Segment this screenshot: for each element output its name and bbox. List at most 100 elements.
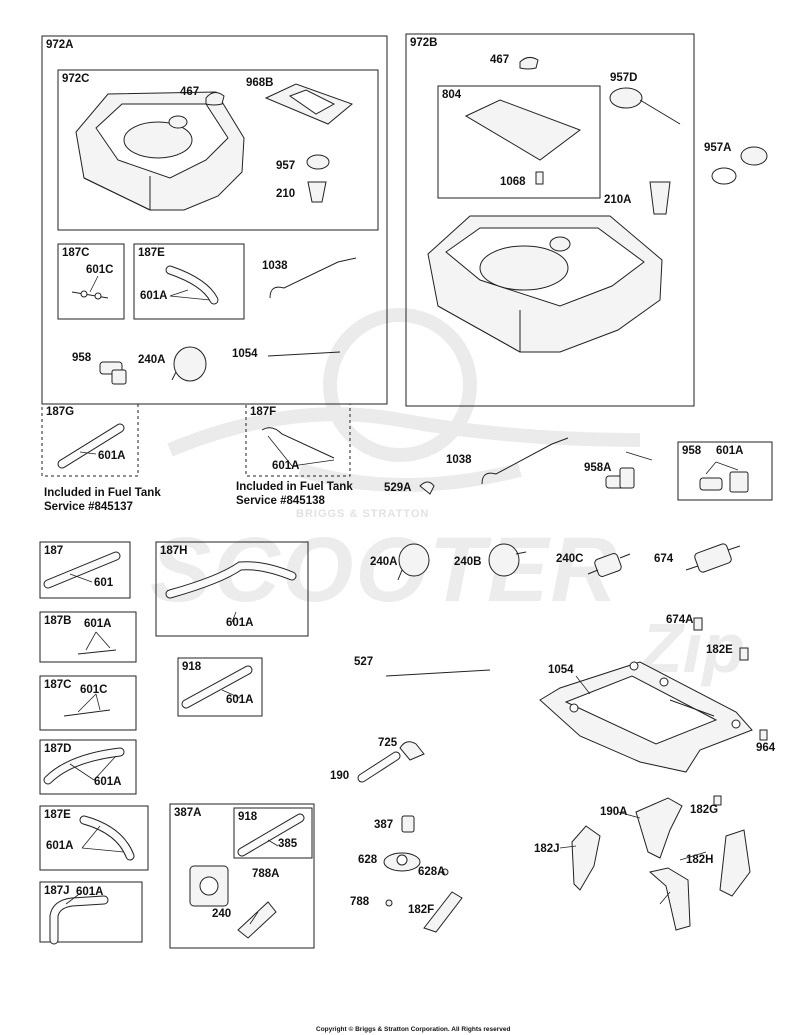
box-label: 918 — [238, 811, 258, 823]
part-label: 529A — [384, 482, 412, 494]
box-187e-b — [39, 805, 149, 871]
part-label: 1068 — [500, 176, 526, 188]
service-note-right: Included in Fuel Tank Service #845138 — [236, 480, 353, 508]
line-187f — [261, 427, 335, 459]
part-label: 182H — [686, 854, 714, 866]
box-804 — [437, 85, 601, 199]
cap-467-a — [205, 92, 225, 106]
part-label: 182G — [690, 804, 719, 816]
fuel-tank-972c — [75, 91, 245, 211]
part-label: 958A — [584, 462, 612, 474]
hose-918-a — [181, 665, 253, 709]
bolt-674 — [693, 617, 703, 631]
part-label: 182E — [706, 644, 733, 656]
box-label: 958 — [682, 445, 702, 457]
box-label: 972C — [62, 73, 90, 85]
bracket-182g — [571, 825, 601, 891]
valve-958a — [605, 467, 635, 489]
part-label: 467 — [490, 54, 510, 66]
box-187b — [39, 611, 137, 663]
bolt-674a — [739, 647, 749, 661]
part-label: 674A — [666, 614, 694, 626]
hose-187g — [57, 423, 125, 469]
hose-187d — [43, 747, 125, 785]
box-187d — [39, 739, 137, 795]
box-187c-b — [39, 675, 137, 731]
part-label: 601A — [226, 694, 254, 706]
valve-958-b — [699, 471, 749, 493]
service-note-left: Included in Fuel Tank Service #845137 — [44, 486, 161, 514]
part-label: 788A — [252, 868, 280, 880]
watermark-badge: BRIGGS & STRATTON — [296, 508, 430, 520]
fitting-187c-a — [71, 290, 109, 300]
box-label: 187F — [250, 406, 277, 418]
fitting-187c-b — [63, 709, 111, 717]
part-label: 601C — [86, 264, 114, 276]
part-label: 1038 — [262, 260, 288, 272]
tie-1054-a — [267, 351, 341, 357]
part-label: 1054 — [548, 664, 574, 676]
bracket-182f — [635, 797, 683, 859]
rod-1038-b — [481, 437, 569, 485]
part-label: 601A — [84, 618, 112, 630]
hose-187j — [49, 895, 109, 945]
part-label: 182J — [534, 843, 560, 855]
frame-182e — [539, 661, 753, 773]
box-label: 187C — [44, 679, 72, 691]
part-label: 725 — [378, 737, 398, 749]
box-958 — [677, 441, 773, 501]
box-187e-a — [133, 243, 245, 320]
part-label: 240 — [212, 908, 232, 920]
box-label: 387A — [174, 807, 202, 819]
part-label: 957 — [276, 160, 296, 172]
part-label: 601A — [94, 776, 122, 788]
filter-240 — [397, 543, 430, 581]
fitting-187b — [77, 649, 117, 655]
box-187h — [155, 541, 309, 637]
clip-529a — [419, 481, 435, 495]
part-label: 601A — [98, 450, 126, 462]
box-label: 187 — [44, 545, 64, 557]
screen-210a — [649, 181, 671, 215]
part-label: 628A — [418, 866, 446, 878]
hose-187 — [43, 551, 121, 589]
part-label: 467 — [180, 86, 200, 98]
box-918-b — [233, 807, 313, 859]
part-label: 601A — [140, 290, 168, 302]
bolt-190a — [713, 795, 722, 806]
bracket-182j — [719, 829, 751, 897]
box-label: 187E — [44, 809, 71, 821]
box-187g — [41, 403, 139, 477]
bracket-182h — [648, 867, 691, 931]
screen-210 — [307, 181, 327, 203]
cap-957 — [306, 154, 330, 170]
box-label: 972B — [410, 37, 438, 49]
service-note-line: Service #845138 — [236, 495, 325, 507]
hose-187e-b — [79, 815, 135, 861]
box-187 — [39, 541, 131, 599]
part-label: 601A — [46, 840, 74, 852]
part-label: 601A — [226, 617, 254, 629]
part-label: 964 — [756, 742, 776, 754]
service-note-line: Included in Fuel Tank — [236, 481, 353, 493]
part-label: 387 — [374, 819, 394, 831]
part-label: 210 — [276, 188, 296, 200]
bracket-788 — [423, 891, 463, 933]
part-label: 601 — [94, 577, 114, 589]
fuel-tank-972b — [427, 215, 663, 353]
tie-1054-b — [385, 669, 491, 677]
part-label: 190 — [330, 770, 350, 782]
part-label: 1038 — [446, 454, 472, 466]
cap-957d — [609, 87, 681, 125]
leader-lines — [65, 275, 739, 925]
filter-240a-b — [488, 543, 527, 577]
filter-240b — [587, 553, 631, 577]
box-387a — [169, 803, 315, 949]
part-label: 1054 — [232, 348, 258, 360]
part-label: 210A — [604, 194, 632, 206]
part-label: 240A — [138, 354, 166, 366]
box-label: 972A — [46, 39, 74, 51]
part-label: 628 — [358, 854, 378, 866]
hose-918-b — [237, 813, 305, 857]
